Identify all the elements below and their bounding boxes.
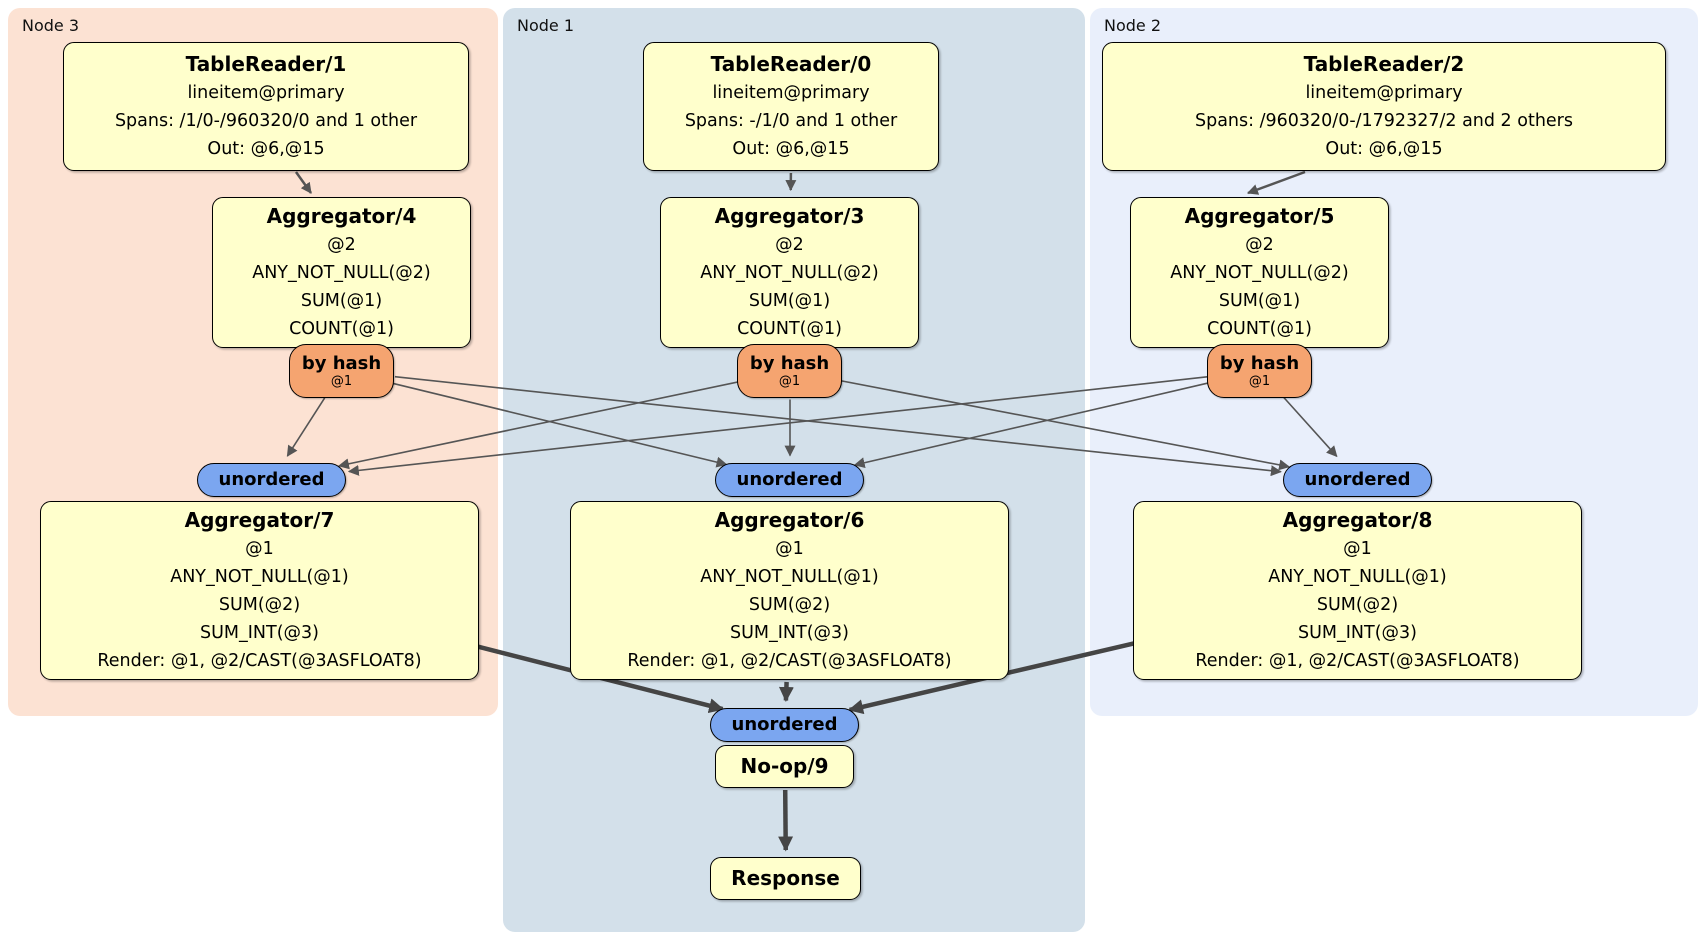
tablereader1-line-2: Out: @6,@15 <box>207 139 325 159</box>
aggregator5-line-3: COUNT(@1) <box>1207 319 1312 339</box>
region-label-node1: Node 1 <box>517 16 575 35</box>
aggregator6-line-3: SUM_INT(@3) <box>730 623 849 643</box>
region-label-node3: Node 3 <box>22 16 80 35</box>
tablereader0-line-2: Out: @6,@15 <box>732 139 850 159</box>
edge-hash5-unordered7 <box>347 376 1208 476</box>
hash3-sub: @1 <box>778 373 801 389</box>
tablereader1-line-1: Spans: /1/0-/960320/0 and 1 other <box>114 111 418 131</box>
region-label-node2: Node 2 <box>1104 16 1162 35</box>
aggregator7-line-0: @1 <box>245 539 274 559</box>
hash4-label: by hash <box>301 352 382 374</box>
aggregator5-title: Aggregator/5 <box>1184 204 1335 228</box>
unordered7-badge: unordered <box>197 462 346 497</box>
tablereader2-line-2: Out: @6,@15 <box>1325 139 1443 159</box>
unordered9-label: unordered <box>731 714 838 735</box>
noop9-title: No-op/9 <box>740 754 829 778</box>
aggregator6-line-0: @1 <box>775 539 804 559</box>
aggregator8-line-4: Render: @1, @2/CAST(@3ASFLOAT8) <box>1195 651 1520 671</box>
unordered8-badge: unordered <box>1283 462 1432 497</box>
aggregator4-line-0: @2 <box>327 235 356 255</box>
edge-hash4-unordered8 <box>394 375 1282 477</box>
aggregator3-line-1: ANY_NOT_NULL(@2) <box>700 263 879 283</box>
aggregator8-line-2: SUM(@2) <box>1316 595 1399 615</box>
aggregator4-line-1: ANY_NOT_NULL(@2) <box>252 263 431 283</box>
edge-hash4-unordered6 <box>390 382 728 468</box>
hash3-badge: by hash@1 <box>737 343 842 398</box>
edge-hash3-unordered7 <box>337 380 741 470</box>
aggregator6-line-4: Render: @1, @2/CAST(@3ASFLOAT8) <box>627 651 952 671</box>
tablereader2-line-1: Spans: /960320/0-/1792327/2 and 2 others <box>1194 111 1573 131</box>
aggregator3-title: Aggregator/3 <box>714 204 865 228</box>
aggregator6-line-1: ANY_NOT_NULL(@1) <box>700 567 879 587</box>
aggregator7-line-4: Render: @1, @2/CAST(@3ASFLOAT8) <box>97 651 422 671</box>
edge-hash4-unordered7 <box>286 397 326 457</box>
hash5-sub: @1 <box>1248 373 1271 389</box>
aggregator6-line-2: SUM(@2) <box>748 595 831 615</box>
response-box: Response <box>710 857 861 900</box>
edge-hash3-unordered8 <box>840 379 1291 471</box>
edge-noop9-response <box>778 789 794 852</box>
aggregator4-title: Aggregator/4 <box>266 204 417 228</box>
tablereader1-line-0: lineitem@primary <box>187 83 345 103</box>
aggregator7-line-3: SUM_INT(@3) <box>200 623 319 643</box>
aggregator4-line-3: COUNT(@1) <box>289 319 394 339</box>
unordered9-badge: unordered <box>710 707 859 742</box>
tablereader0-title: TableReader/0 <box>710 52 872 76</box>
aggregator3-line-2: SUM(@1) <box>748 291 831 311</box>
hash4-sub: @1 <box>330 373 353 389</box>
aggregator5-line-1: ANY_NOT_NULL(@2) <box>1170 263 1349 283</box>
unordered6-label: unordered <box>736 469 843 490</box>
edge-hash5-unordered6 <box>853 381 1211 469</box>
aggregator8-line-1: ANY_NOT_NULL(@1) <box>1268 567 1447 587</box>
noop9-box: No-op/9 <box>715 745 854 788</box>
aggregator5-line-2: SUM(@1) <box>1218 291 1301 311</box>
aggregator8-line-0: @1 <box>1343 539 1372 559</box>
edge-tablereader1-aggregator4 <box>294 171 313 194</box>
unordered8-label: unordered <box>1304 469 1411 490</box>
unordered7-label: unordered <box>218 469 325 490</box>
aggregator6-title: Aggregator/6 <box>714 508 865 532</box>
hash5-badge: by hash@1 <box>1207 343 1312 398</box>
edge-tablereader2-aggregator5 <box>1246 170 1306 195</box>
response-title: Response <box>731 866 840 890</box>
hash4-badge: by hash@1 <box>289 343 394 398</box>
tablereader0-line-0: lineitem@primary <box>712 83 870 103</box>
aggregator3-line-0: @2 <box>775 235 804 255</box>
tablereader2-title: TableReader/2 <box>1303 52 1465 76</box>
tablereader0-line-1: Spans: -/1/0 and 1 other <box>684 111 898 131</box>
edge-aggregator6-unordered9 <box>778 681 794 703</box>
aggregator4-line-2: SUM(@1) <box>300 291 383 311</box>
tablereader2-line-0: lineitem@primary <box>1305 83 1463 103</box>
aggregator5-line-0: @2 <box>1245 235 1274 255</box>
hash3-label: by hash <box>749 352 830 374</box>
aggregator7-line-1: ANY_NOT_NULL(@1) <box>170 567 349 587</box>
hash5-label: by hash <box>1219 352 1300 374</box>
unordered6-badge: unordered <box>715 462 864 497</box>
tablereader1-title: TableReader/1 <box>185 52 347 76</box>
aggregator8-title: Aggregator/8 <box>1282 508 1433 532</box>
aggregator3-line-3: COUNT(@1) <box>737 319 842 339</box>
aggregator7-title: Aggregator/7 <box>184 508 335 532</box>
edge-hash5-unordered8 <box>1282 396 1338 458</box>
aggregator7-line-2: SUM(@2) <box>218 595 301 615</box>
aggregator8-line-3: SUM_INT(@3) <box>1298 623 1417 643</box>
